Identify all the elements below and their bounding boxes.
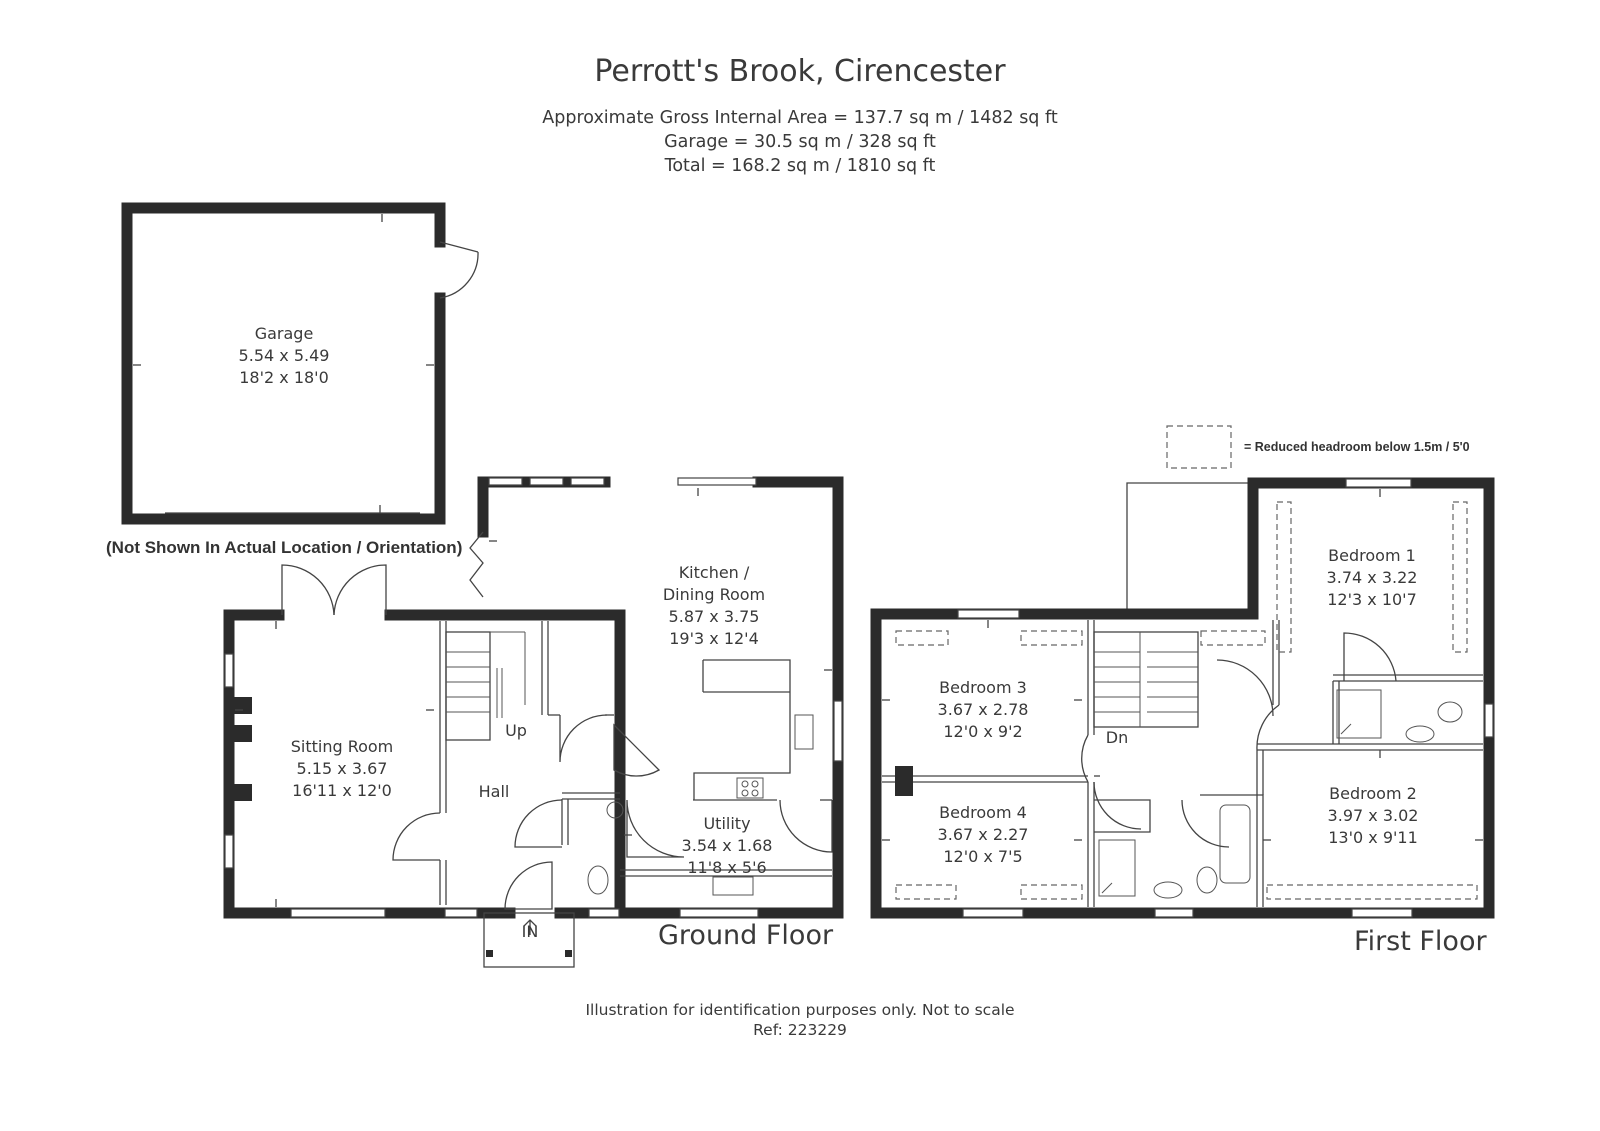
utility-name: Utility (703, 814, 750, 833)
garage-imperial: 18'2 x 18'0 (239, 368, 329, 387)
area-total: Total = 168.2 sq m / 1810 sq ft (664, 156, 936, 176)
area-garage: Garage = 30.5 sq m / 328 sq ft (664, 132, 936, 152)
legend-reduced-headroom: = Reduced headroom below 1.5m / 5'0 (1244, 440, 1470, 454)
kitchen-name-line2: Dining Room (663, 585, 765, 604)
bedroom4-imperial: 12'0 x 7'5 (943, 847, 1022, 866)
hall-name: Hall (479, 782, 510, 801)
first-floor-label: First Floor (1354, 926, 1487, 957)
ground-stairs-label: Up (505, 721, 527, 740)
sitting-room-name: Sitting Room (291, 737, 394, 756)
bedroom1-metric: 3.74 x 3.22 (1327, 568, 1418, 587)
bedroom3-metric: 3.67 x 2.78 (938, 700, 1029, 719)
first-floor-plan (870, 425, 1495, 919)
kitchen-imperial: 19'3 x 12'4 (669, 629, 759, 648)
bedroom4-metric: 3.67 x 2.27 (938, 825, 1029, 844)
garage-location-note: (Not Shown In Actual Location / Orientat… (106, 538, 462, 557)
bedroom4-name: Bedroom 4 (939, 803, 1027, 822)
kitchen-metric: 5.87 x 3.75 (669, 607, 760, 626)
bedroom3-imperial: 12'0 x 9'2 (943, 722, 1022, 741)
garage-plan (121, 202, 479, 525)
garage-metric: 5.54 x 5.49 (239, 346, 330, 365)
utility-imperial: 11'8 x 5'6 (687, 858, 766, 877)
plan-title: Perrott's Brook, Cirencester (594, 54, 1006, 89)
footer-disclaimer: Illustration for identification purposes… (585, 1001, 1014, 1019)
bedroom2-imperial: 13'0 x 9'11 (1328, 828, 1418, 847)
bedroom2-metric: 3.97 x 3.02 (1328, 806, 1419, 825)
entrance-label: IN (522, 922, 539, 941)
utility-metric: 3.54 x 1.68 (682, 836, 773, 855)
first-stairs-label: Dn (1106, 728, 1128, 747)
ground-floor-plan (223, 476, 844, 968)
area-gross: Approximate Gross Internal Area = 137.7 … (542, 108, 1058, 128)
sitting-room-imperial: 16'11 x 12'0 (292, 781, 392, 800)
bedroom3-name: Bedroom 3 (939, 678, 1027, 697)
ground-floor-label: Ground Floor (658, 920, 834, 951)
kitchen-name: Kitchen / (679, 563, 750, 582)
garage-name: Garage (255, 324, 314, 343)
bedroom2-name: Bedroom 2 (1329, 784, 1417, 803)
bedroom1-imperial: 12'3 x 10'7 (1327, 590, 1417, 609)
footer-ref: Ref: 223229 (753, 1021, 847, 1039)
sitting-room-metric: 5.15 x 3.67 (297, 759, 388, 778)
bedroom1-name: Bedroom 1 (1328, 546, 1416, 565)
